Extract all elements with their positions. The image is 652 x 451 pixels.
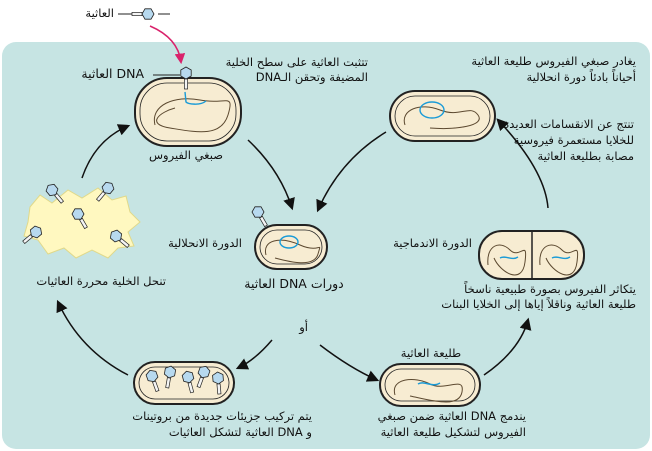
cell-prophage (379, 363, 481, 407)
attach-text-line1: تتثبت العاثية على سطح الخلية (225, 55, 368, 69)
exit-text-line1: يغادر صبغي الفيروس طليعة العاثية (471, 54, 636, 68)
arrow-center-to-prophage (319, 344, 380, 382)
synthesis-text-line2: و DNA العاثية لتشكل العاثيات (168, 425, 312, 439)
colonies-text-line1: تنتج عن الانقسامات العديدة (503, 117, 634, 131)
arrow-prophage-to-dividing (483, 317, 532, 376)
synthesis-text-line1: يتم تركيب جزيئات جديدة من بروتينات (132, 409, 312, 423)
or-label: أو (299, 320, 308, 334)
colonies-text-line2: للخلايا مستعمرة فيروسية (513, 133, 634, 147)
replicate-text-line2: طليعة العاثية وناقلاً إياها إلى الخلايا … (441, 297, 636, 311)
chromosome-label: صبغي الفيروس (149, 148, 223, 162)
phage-legend-label: العاثية (85, 6, 114, 20)
phage-legend-icon (118, 8, 170, 20)
lysis-label: تنحل الخلية محررة العاثيات (36, 274, 166, 288)
cell-center (250, 203, 328, 270)
cell-infected (134, 77, 242, 147)
phage-dna-label: DNA العاثية (81, 66, 144, 81)
circles-label: دورات DNA العاثية (244, 276, 344, 291)
cell-synthesis (133, 361, 235, 405)
cell-lysed (20, 179, 141, 259)
replicate-text-line1: يتكاثر الفيروس بصورة طبيعية ناسخاً (464, 282, 636, 296)
colonies-text-line3: مصابة بطليعة العاثية (537, 149, 634, 163)
arrow-cell-to-center (247, 139, 295, 211)
arrow-lysed-to-cell (81, 124, 131, 179)
cell-dividing (478, 230, 585, 280)
integrate-text-line2: الفيروس لتشكيل طليعة العاثية (380, 425, 526, 439)
inject-arrow (149, 25, 186, 65)
attach-text-line2: المضيفة وتحقن الـDNA (255, 70, 368, 84)
prophage-label: طليعة العاثية (400, 346, 462, 360)
integrate-text-line1: يندمج DNA العاثية ضمن صبغي (377, 409, 526, 423)
attached-phage (153, 66, 192, 90)
cell-excision (389, 90, 496, 142)
arrow-synthesis-to-lysed (56, 299, 129, 376)
lysogenic-cycle-label: الدورة الاندماجية (393, 236, 472, 250)
arrow-center-to-synthesis (235, 339, 273, 370)
lytic-cycle-label: الدورة الانحلالية (168, 236, 242, 250)
arrow-excision-to-center (316, 131, 387, 213)
arrow-dividing-to-excision (496, 118, 549, 209)
exit-text-line2: أحياناً بادئاً دورة انحلالية (526, 70, 636, 84)
